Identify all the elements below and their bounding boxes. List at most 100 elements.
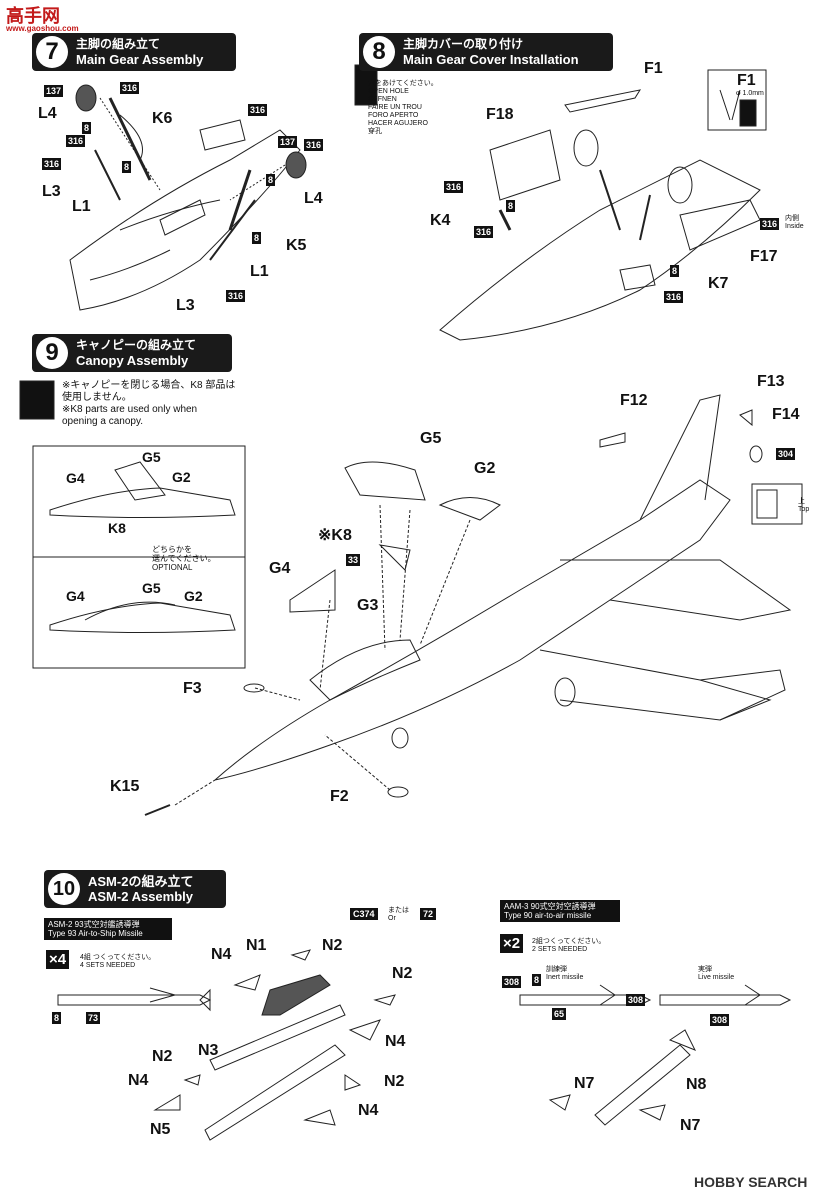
hole-size: φ 1.0mm [736, 90, 764, 97]
part-label: N2 [152, 1048, 173, 1065]
color-tag: 8 [506, 200, 516, 212]
step-number: 7 [36, 36, 68, 68]
part-label: L4 [38, 105, 57, 122]
color-tag: 308 [626, 994, 646, 1006]
color-tag: 137 [278, 136, 298, 148]
part-label: F17 [750, 248, 778, 265]
step-title-en: Main Gear Cover Installation [403, 52, 579, 67]
canopy-note: ※キャノピーを閉じる場合、K8 部品は 使用しません。 ※K8 parts ar… [62, 380, 236, 427]
part-label: L1 [72, 198, 91, 215]
color-tag: 316 [664, 291, 684, 303]
color-tag: 316 [474, 226, 494, 238]
step-title-en: Main Gear Assembly [76, 52, 204, 67]
part-label: N4 [211, 946, 232, 963]
part-label: K6 [152, 110, 173, 127]
part-label: F1 [737, 72, 756, 89]
part-label: N8 [686, 1076, 707, 1093]
step-7-banner: 7 主脚の組み立て Main Gear Assembly [32, 33, 236, 71]
color-tag: 316 [66, 135, 86, 147]
part-label: L1 [250, 263, 269, 280]
color-tag: 65 [552, 1008, 567, 1020]
color-tag: 72 [420, 908, 437, 920]
part-label: G4 [66, 470, 85, 486]
hobby-search-logo: HOBBY SEARCH [694, 1174, 808, 1190]
step-title-jp: ASM-2の組み立て [88, 874, 194, 889]
asm-count-note: 4組 つくってください。4 SETS NEEDED [80, 954, 156, 969]
part-label: N2 [392, 965, 413, 982]
part-label: N4 [385, 1033, 406, 1050]
part-label: K4 [430, 212, 451, 229]
part-label: F12 [620, 392, 648, 409]
step-number: 8 [363, 36, 395, 68]
part-label: L3 [176, 297, 195, 314]
part-label: N4 [358, 1102, 379, 1119]
color-tag: 8 [266, 174, 276, 186]
part-label: F3 [183, 680, 202, 697]
part-label: G2 [184, 588, 203, 604]
step-title-jp: キャノピーの組み立て [76, 338, 197, 352]
color-tag: 316 [304, 139, 324, 151]
part-label: G4 [66, 588, 85, 604]
asm-count: ×4 [46, 950, 70, 969]
aam-count: ×2 [500, 934, 524, 953]
part-label: K7 [708, 275, 729, 292]
step-10-banner: 10 ASM-2の組み立て ASM-2 Assembly [44, 870, 226, 908]
color-tag: 33 [346, 554, 361, 566]
part-label: F2 [330, 788, 349, 805]
color-tag: 316 [42, 158, 62, 170]
part-label: N7 [574, 1075, 595, 1092]
part-label: G5 [142, 580, 161, 596]
part-label: N3 [198, 1042, 219, 1059]
color-tag: 8 [52, 1012, 62, 1024]
step-title-jp: 主脚カバーの取り付け [403, 37, 524, 51]
color-tag: 304 [776, 448, 796, 460]
watermark-url: www.gaoshou.com [6, 24, 79, 33]
part-label: G3 [357, 597, 379, 614]
part-label: G2 [172, 469, 191, 485]
part-label: F13 [757, 373, 785, 390]
optional-note: どちらかを選んでください。OPTIONAL [152, 545, 216, 572]
part-label: G5 [142, 449, 161, 465]
color-tag: 8 [82, 122, 92, 134]
step-title-jp: 主脚の組み立て [76, 37, 161, 51]
part-label: F14 [772, 406, 800, 423]
part-label: L3 [42, 183, 61, 200]
part-label: F18 [486, 106, 514, 123]
color-tag: 8 [670, 265, 680, 277]
part-label: ※K8 [318, 527, 352, 544]
step-9-banner: 9 キャノピーの組み立て Canopy Assembly [32, 334, 232, 372]
part-label: L4 [304, 190, 323, 207]
step-8-banner: 8 主脚カバーの取り付け Main Gear Cover Installatio… [359, 33, 613, 71]
part-label: N5 [150, 1121, 171, 1138]
part-label: N7 [680, 1117, 701, 1134]
color-tag: 308 [710, 1014, 730, 1026]
step-number: 9 [36, 337, 68, 369]
part-label: K15 [110, 778, 140, 795]
color-tag: 137 [44, 85, 64, 97]
part-label: N4 [128, 1072, 149, 1089]
part-label: K5 [286, 237, 307, 254]
color-tag: 73 [86, 1012, 101, 1024]
part-label: N2 [384, 1073, 405, 1090]
color-tag: 8 [252, 232, 262, 244]
color-tag: 8 [532, 974, 542, 986]
part-label: N1 [246, 937, 267, 954]
part-label: G5 [420, 430, 442, 447]
color-tag: 8 [122, 161, 132, 173]
step-title-en: Canopy Assembly [76, 353, 189, 368]
color-tag: 316 [248, 104, 268, 116]
color-tag: 316 [444, 181, 464, 193]
part-label: G2 [474, 460, 496, 477]
step-title-en: ASM-2 Assembly [88, 889, 193, 904]
watermark-logo: 高手网 [6, 6, 60, 27]
drill-icon-caption: 穴をあけてください。 OPEN HOLE ÖFFNEN FAIRE UN TRO… [368, 80, 438, 135]
color-tag: 316 [120, 82, 140, 94]
step-number: 10 [48, 873, 80, 905]
part-label: G4 [269, 560, 291, 577]
